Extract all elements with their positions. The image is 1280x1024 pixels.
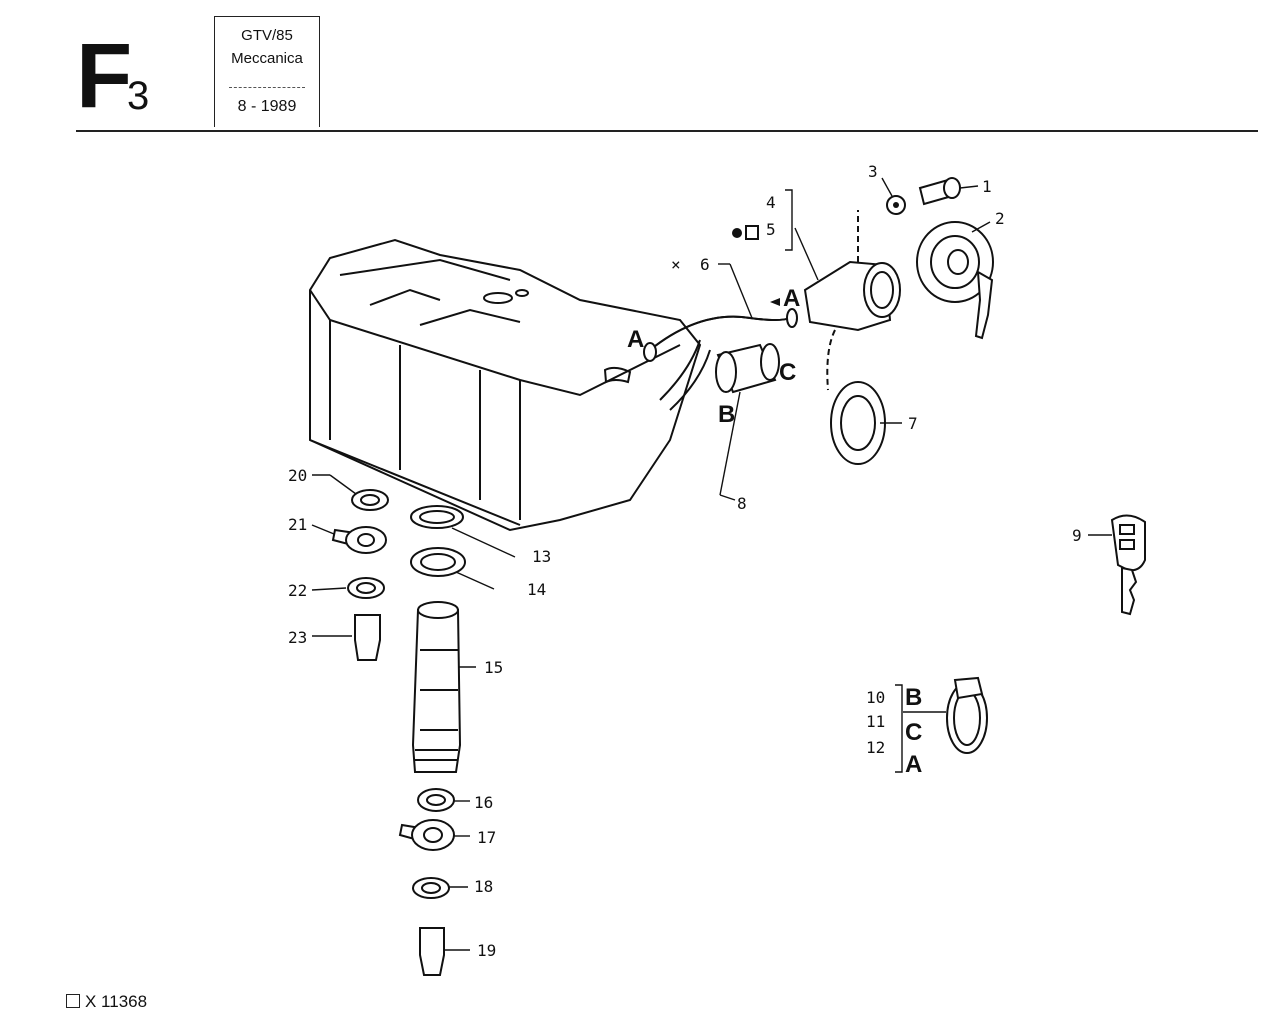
- letter-b: B: [718, 401, 735, 428]
- fill-hose: [643, 308, 798, 362]
- callout-9: 9: [1072, 526, 1082, 545]
- legend-letter-a: A: [905, 751, 922, 778]
- letter-a-left: A: [627, 326, 644, 353]
- section-label: Meccanica: [231, 50, 303, 67]
- neck-gasket: [830, 381, 886, 465]
- callout-10: 10: [866, 688, 885, 707]
- callout-17: 17: [477, 828, 496, 847]
- header-rule: [76, 130, 1258, 132]
- letter-c: C: [779, 359, 796, 386]
- callout-18: 18: [474, 877, 493, 896]
- key: [1110, 514, 1146, 616]
- sheet-letter: F: [76, 25, 132, 127]
- checkbox-icon: [66, 994, 80, 1008]
- filler-neck: [803, 210, 901, 391]
- callout-8: 8: [737, 494, 747, 513]
- callout-22: 22: [288, 581, 307, 600]
- screw-and-washer: [886, 177, 961, 215]
- breather-sleeve: [715, 343, 780, 394]
- callout-15: 15: [484, 658, 503, 677]
- small-washers: [732, 225, 759, 240]
- callout-7: 7: [908, 414, 918, 433]
- callout-3: 3: [868, 162, 878, 181]
- x-mark: ×: [671, 255, 681, 274]
- sheet-number: 3: [127, 74, 150, 118]
- drawing-code: X 11368: [66, 992, 147, 1012]
- title-divider: [229, 87, 305, 88]
- legend-letter-b: B: [905, 684, 922, 711]
- callout-16: 16: [474, 793, 493, 812]
- model-label: GTV/85: [241, 27, 293, 44]
- callout-21: 21: [288, 515, 307, 534]
- drawing-code-text: X 11368: [85, 992, 148, 1011]
- fuel-cap: [916, 221, 994, 340]
- letter-a-right: A: [783, 285, 800, 312]
- callout-19: 19: [477, 941, 496, 960]
- callout-6: 6: [700, 255, 710, 274]
- pickup-parts: [331, 489, 466, 976]
- callout-14: 14: [527, 580, 546, 599]
- hose-clamp: [946, 676, 988, 754]
- callout-20: 20: [288, 466, 307, 485]
- callout-12: 12: [866, 738, 885, 757]
- callout-numbers: 1 2 3 4 5 6 7 8 9 10 11 12 13 14 15 16 1…: [288, 162, 1082, 960]
- callout-23: 23: [288, 628, 307, 647]
- callout-1: 1: [982, 177, 992, 196]
- connection-letters: A A B C B C A: [627, 285, 922, 778]
- callout-13: 13: [532, 547, 551, 566]
- callout-11: 11: [866, 712, 885, 731]
- date-label: 8 - 1989: [237, 98, 297, 115]
- callout-2: 2: [995, 209, 1005, 228]
- callout-4: 4: [766, 193, 776, 212]
- fuel-tank-drawing: [309, 238, 711, 532]
- callout-5: 5: [766, 220, 776, 239]
- leader-lines: [311, 177, 1112, 951]
- legend-letter-c: C: [905, 719, 922, 746]
- title-block: GTV/85 Meccanica 8 - 1989: [214, 16, 320, 127]
